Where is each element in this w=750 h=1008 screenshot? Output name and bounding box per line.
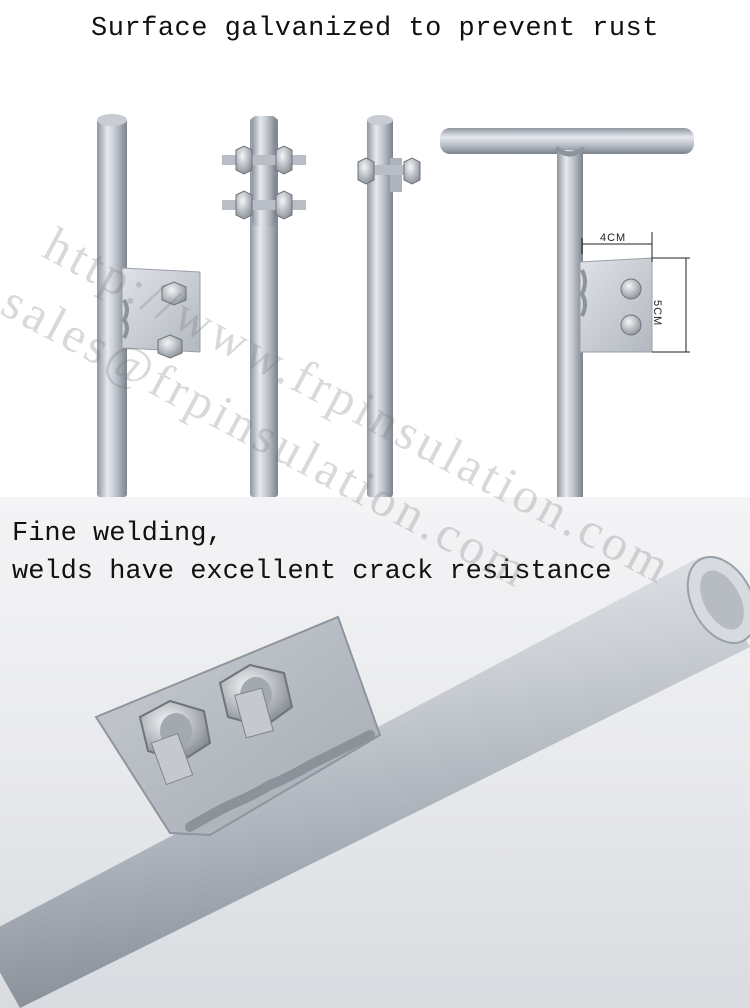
rod-view-1 <box>97 114 201 497</box>
product-views-panel: Surface galvanized to prevent rust 4CM 5… <box>0 0 750 497</box>
welding-closeup-panel: Fine welding, welds have excellent crack… <box>0 497 750 1008</box>
dimension-height-label: 5CM <box>651 300 663 327</box>
rod-view-3 <box>357 115 421 497</box>
rod-view-4-t-handle <box>440 128 694 497</box>
rod-view-2 <box>222 116 306 497</box>
rod-illustrations <box>97 114 694 497</box>
dimension-width-label: 4CM <box>600 232 627 244</box>
welded-rod-closeup <box>0 556 750 1008</box>
heading-galvanized: Surface galvanized to prevent rust <box>91 14 659 44</box>
caption-fine-welding: Fine welding, <box>12 519 223 549</box>
caption-crack-resistance: welds have excellent crack resistance <box>12 557 612 587</box>
